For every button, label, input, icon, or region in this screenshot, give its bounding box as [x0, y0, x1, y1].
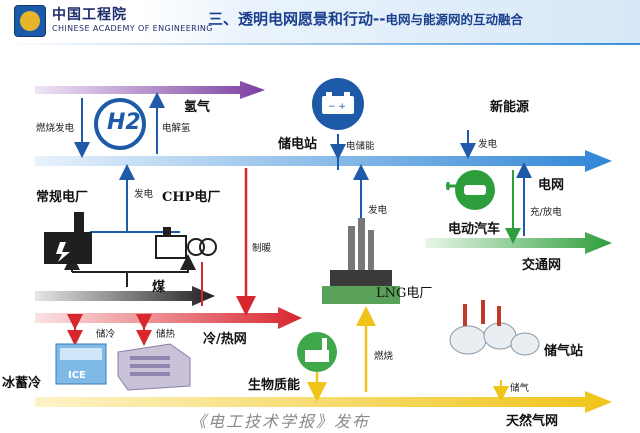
lng-generate-label: 发电 — [368, 205, 388, 216]
conventional-plant-label: 常规电厂 — [36, 190, 89, 205]
org-name-en: CHINESE ACADEMY OF ENGINEERING — [52, 24, 213, 33]
conventional-plant-icon — [44, 212, 92, 264]
grid-label: 电网 — [538, 178, 565, 193]
elec-storage-label: 电储能 — [346, 141, 375, 152]
ice-storage-label: 冰蓄冷 — [2, 376, 42, 391]
chp-generate-label: 发电 — [134, 189, 154, 200]
lng-plant-label: LNG电厂 — [376, 286, 433, 301]
publisher-watermark: 《电工技术学报》发布 — [190, 412, 371, 431]
cold-storage-label: 储冷 — [96, 329, 116, 340]
grid-pipe — [35, 150, 612, 172]
biomass-label: 生物质能 — [248, 378, 301, 393]
coal-label: 煤 — [152, 280, 166, 295]
header-divider — [0, 43, 640, 45]
burn-generate-label: 燃烧发电 — [36, 123, 75, 134]
svg-text:− +: − + — [328, 102, 346, 112]
new-energy-label: 新能源 — [490, 100, 530, 115]
title-sub: 电网与能源网的互动融合 — [385, 12, 523, 27]
heat-pipe — [35, 307, 302, 329]
hydrogen-icon — [94, 98, 146, 150]
org-name-cn: 中国工程院 — [52, 7, 127, 23]
header-bar — [0, 0, 640, 44]
gas-net-label: 天然气网 — [506, 414, 559, 429]
heat-storage-building-icon — [117, 343, 191, 391]
lng-plant-icon — [322, 218, 400, 304]
gas-store-label: 储气 — [510, 383, 530, 394]
ev-label: 电动汽车 — [448, 222, 501, 237]
charge-discharge-label: 充/放电 — [530, 207, 562, 218]
burning-label: 燃烧 — [374, 351, 394, 362]
chp-plant-icon — [155, 227, 217, 259]
hydrogen-label: 氢气 — [184, 100, 211, 115]
electrolysis-label: 电解氢 — [162, 123, 191, 134]
page-title: 三、透明电网愿景和行动--电网与能源网的互动融合 — [208, 8, 523, 29]
new-energy-generate-label: 发电 — [478, 139, 498, 150]
chp-plant-label: CHP电厂 — [162, 190, 221, 205]
gas-storage-icon — [449, 300, 540, 356]
heat-storage-label: 储热 — [156, 329, 176, 340]
h2-label: H2 — [107, 110, 141, 135]
title-main: 三、透明电网愿景和行动-- — [208, 10, 386, 28]
hydrogen-pipe — [35, 81, 265, 99]
heat-net-label: 冷/热网 — [203, 332, 247, 347]
ice-label: ICE — [68, 370, 86, 381]
gas-storage-label: 储气站 — [544, 344, 584, 359]
storage-station-label: 储电站 — [278, 137, 318, 152]
cae-logo-icon — [14, 5, 46, 37]
gas-pipe — [35, 391, 612, 413]
transport-net-label: 交通网 — [522, 258, 562, 273]
coal-pipe — [35, 286, 215, 306]
ice-storage-icon — [55, 343, 107, 385]
heating-label: 制暖 — [252, 243, 272, 254]
